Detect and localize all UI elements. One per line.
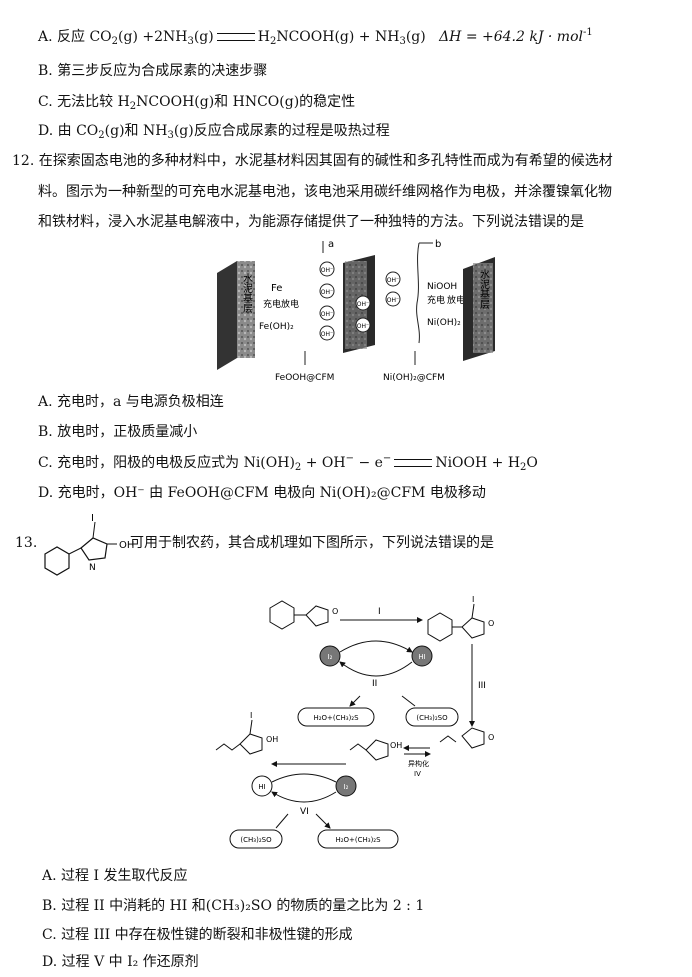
svg-text:OH⁻: OH⁻ bbox=[357, 323, 369, 330]
svg-text:I: I bbox=[250, 711, 252, 720]
discharge-label-left: 放电 bbox=[281, 298, 299, 310]
fe-label: Fe bbox=[271, 283, 282, 294]
svg-text:OH⁻: OH⁻ bbox=[387, 277, 399, 284]
q13-option-c: C. 过程 III 中存在极性键的断裂和非极性键的形成 bbox=[42, 927, 353, 943]
q12-option-d: D. 充电时，OH⁻ 由 FeOOH@CFM 电极向 Ni(OH)₂@CFM 电… bbox=[38, 485, 486, 501]
equilibrium-sign bbox=[216, 33, 255, 41]
svg-text:III: III bbox=[478, 681, 486, 691]
product-molecule: I OH bbox=[215, 711, 278, 755]
svg-text:(CH₃)₂SO: (CH₃)₂SO bbox=[416, 714, 448, 722]
hi-circle-top bbox=[411, 645, 433, 667]
svg-text:OH⁻: OH⁻ bbox=[321, 289, 333, 296]
middle-molecule: OH bbox=[349, 739, 402, 761]
svg-text:异构化: 异构化 bbox=[408, 759, 429, 768]
start-molecule: O bbox=[269, 600, 338, 630]
charge-label-left: 充电 bbox=[263, 298, 281, 310]
svg-text:OH: OH bbox=[266, 735, 278, 744]
svg-text:(CH₃)₂SO: (CH₃)₂SO bbox=[240, 836, 272, 844]
q13-option-a: A. 过程 I 发生取代反应 bbox=[42, 868, 188, 884]
left-electrode-caption: FeOOH@CFM bbox=[275, 373, 334, 383]
svg-text:OH⁻: OH⁻ bbox=[321, 331, 333, 338]
box-products-top bbox=[297, 707, 375, 727]
left-cement-layer bbox=[237, 261, 255, 358]
q11-option-b: B. 第三步反应为合成尿素的决速步骤 bbox=[38, 63, 268, 79]
battery-diagram: 水泥基层 Fe 充电 放电 Fe(OH)₂ OH⁻ OH⁻ OH⁻ OH⁻ a … bbox=[217, 239, 495, 383]
box-dmso-top bbox=[405, 707, 459, 727]
svg-text:O: O bbox=[488, 619, 494, 628]
discharge-label-right: 放电 bbox=[447, 294, 465, 306]
svg-text:I: I bbox=[472, 595, 474, 604]
iodinated-molecule: I O bbox=[427, 595, 494, 642]
svg-text:VI: VI bbox=[300, 807, 309, 817]
q12-stem-line2: 料。图示为一种新型的可充电水泥基电池，该电池采用碳纤维网格作为电极，并涂覆镍氧化… bbox=[38, 184, 612, 200]
svg-text:I₂: I₂ bbox=[328, 653, 333, 661]
right-cement-label: 水泥基层 bbox=[478, 269, 490, 310]
right-cement-layer bbox=[473, 263, 493, 353]
svg-text:HI: HI bbox=[258, 783, 265, 791]
svg-text:I: I bbox=[91, 513, 94, 524]
oh-ions-middle: OH⁻ OH⁻ OH⁻ OH⁻ bbox=[355, 271, 401, 333]
label-b: b bbox=[435, 239, 441, 250]
svg-text:OH⁻: OH⁻ bbox=[387, 297, 399, 304]
q13-molecule: I N OH bbox=[44, 513, 134, 576]
q12-stem-line3: 和铁材料，浸入水泥基电解液中，为能源存储提供了一种独特的方法。下列说法错误的是 bbox=[38, 214, 584, 230]
charge-label-right: 充电 bbox=[427, 294, 445, 306]
i2-circle-bottom bbox=[335, 775, 357, 797]
i2-circle-top bbox=[319, 645, 341, 667]
label-a: a bbox=[328, 239, 334, 250]
q11-option-d: D. 由 CO2(g)和 NH3(g)反应合成尿素的过程是吸热过程 bbox=[38, 123, 390, 141]
svg-text:H₂O+(CH₃)₂S: H₂O+(CH₃)₂S bbox=[335, 836, 381, 844]
svg-text:HI: HI bbox=[418, 653, 425, 661]
svg-text:OH⁻: OH⁻ bbox=[321, 311, 333, 318]
hi-circle-bottom bbox=[251, 775, 273, 797]
svg-text:OH⁻: OH⁻ bbox=[321, 267, 333, 274]
svg-text:OH: OH bbox=[390, 741, 402, 750]
svg-text:I: I bbox=[378, 607, 381, 617]
ring-open-molecule: O bbox=[439, 727, 494, 749]
oh-ions-left: OH⁻ OH⁻ OH⁻ OH⁻ bbox=[319, 261, 335, 341]
q13-option-b: B. 过程 II 中消耗的 HI 和(CH₃)₂SO 的物质的量之比为 2 : … bbox=[42, 898, 425, 914]
q12-stem-line1: 12. 在探索固态电池的多种材料中，水泥基材料因其固有的碱性和多孔特性而成为有希… bbox=[12, 153, 613, 169]
svg-text:H₂O+(CH₃)₂S: H₂O+(CH₃)₂S bbox=[313, 714, 359, 722]
svg-text:O: O bbox=[332, 607, 338, 616]
equilibrium-sign-2 bbox=[394, 459, 433, 467]
q13-number: 13. bbox=[15, 535, 38, 551]
svg-text:IV: IV bbox=[414, 770, 421, 778]
q12-option-c: C. 充电时，阳极的电极反应式为 Ni(OH)2 + OH− − e−NiOOH… bbox=[38, 453, 538, 473]
left-cement-edge bbox=[217, 261, 237, 370]
wire-b bbox=[416, 242, 420, 344]
svg-text:II: II bbox=[372, 679, 377, 689]
niooh-label: NiOOH bbox=[427, 282, 457, 292]
q13-option-d: D. 过程 V 中 I₂ 作还原剂 bbox=[42, 954, 199, 970]
q12-option-a: A. 充电时，a 与电源负极相连 bbox=[38, 394, 224, 410]
svg-text:N: N bbox=[89, 563, 96, 573]
svg-text:OH: OH bbox=[119, 540, 134, 551]
right-electrode-caption: Ni(OH)₂@CFM bbox=[383, 373, 445, 383]
svg-text:O: O bbox=[488, 733, 494, 742]
box-products-bottom bbox=[317, 829, 399, 849]
left-cement-label: 水泥基层 bbox=[241, 273, 253, 314]
q11-option-a: A. 反应 CO2(g) +2NH3(g)H2NCOOH(g) + NH3(g)… bbox=[38, 27, 593, 47]
nioh2-label: Ni(OH)₂ bbox=[427, 318, 461, 328]
q12-option-b: B. 放电时，正极质量减小 bbox=[38, 424, 198, 440]
q13-stem: 可用于制农药，其合成机理如下图所示，下列说法错误的是 bbox=[130, 535, 494, 551]
box-dmso-bottom bbox=[229, 829, 283, 849]
svg-text:OH⁻: OH⁻ bbox=[357, 301, 369, 308]
feoh2-label: Fe(OH)₂ bbox=[259, 322, 294, 332]
q11-option-c: C. 无法比较 H2NCOOH(g)和 HNCO(g)的稳定性 bbox=[38, 94, 356, 112]
mechanism-diagram: O I I O I₂ HI II H₂O+(CH₃)₂S (CH₃)₂SO II… bbox=[215, 595, 494, 849]
svg-text:I₂: I₂ bbox=[344, 783, 349, 791]
